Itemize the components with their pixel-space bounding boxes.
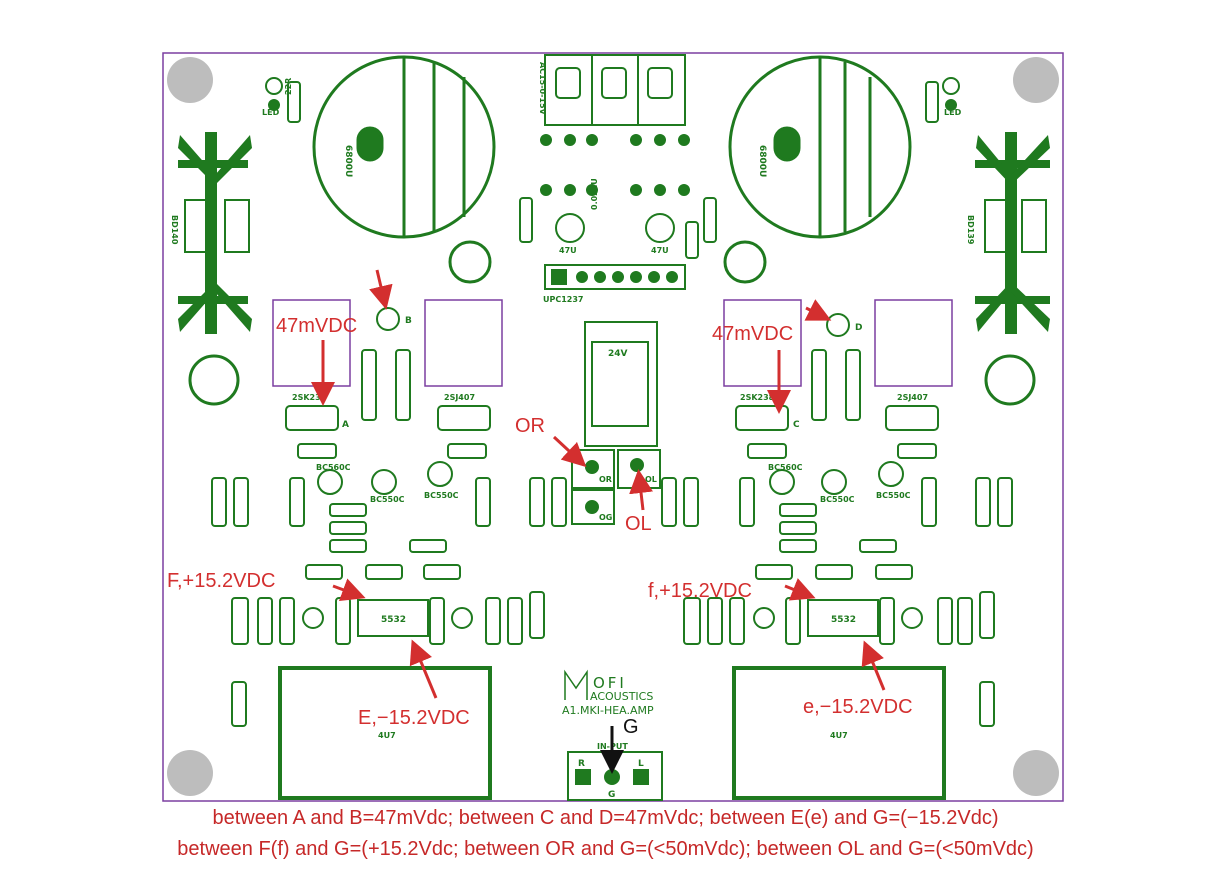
led-right [925, 77, 960, 123]
cap-1000uf [188, 240, 1036, 406]
ic-side-parts [231, 591, 995, 727]
mounting-holes [167, 57, 1059, 796]
cap-47u-b: 47U [651, 246, 669, 255]
annotation-47mv-right: 47mVDC [712, 323, 793, 345]
input-cap-left-label: 4U7 [378, 731, 396, 740]
regulator-strip [544, 264, 686, 290]
led-right-label: LED [944, 108, 962, 117]
bd140-label: BD140 [170, 215, 179, 245]
annotation-or: OR [515, 415, 545, 437]
arrow-e-left [409, 639, 438, 699]
caption-line-2: between F(f) and G=(+15.2Vdc; between OR… [177, 838, 1034, 860]
input-l: L [638, 759, 644, 769]
cap-label-right: 6800U [757, 145, 767, 177]
pad-d-label: D [855, 323, 862, 333]
arrow-or [552, 435, 587, 468]
led-left [265, 77, 301, 123]
power-header-label: AC15-0-15V [538, 62, 547, 116]
arrow-f-left [332, 578, 366, 602]
input-caps [278, 666, 946, 800]
brand-text: OFI [593, 674, 627, 692]
mosfet-pads [285, 405, 939, 431]
main-cap-right [728, 55, 912, 239]
mosfet-outlines [272, 299, 953, 387]
pad-b-label: B [405, 316, 412, 326]
pad-c-label: C [793, 420, 800, 430]
small-transistors [317, 461, 904, 495]
arrow-e-right [861, 640, 886, 691]
bc560-left: BC560C [316, 463, 351, 472]
annotation-e-left: E,−15.2VDC [358, 707, 470, 729]
model-text: A1.MKI-HEA.AMP [562, 704, 654, 717]
sk2381-left-label: 2SK238 [292, 393, 327, 402]
heatsink-left [178, 132, 252, 334]
heatsink-right [975, 132, 1050, 334]
annotation-g: G [623, 716, 639, 738]
emitter-resistors [361, 349, 861, 421]
relay [584, 321, 658, 447]
resistor-rows [297, 443, 937, 580]
bc550-right-a: BC550C [820, 495, 855, 504]
relay-label: 24V [608, 349, 628, 359]
opamp-ics [357, 599, 879, 637]
input-cap-right-label: 4U7 [830, 731, 848, 740]
arrow-f-right [784, 578, 816, 601]
pad-or-label: OR [599, 475, 612, 484]
arrow-ol [629, 469, 653, 511]
arrow-d [804, 299, 832, 321]
annotation-arrows [311, 269, 886, 699]
cap-47u-a: 47U [559, 246, 577, 255]
led-left-label: LED [262, 108, 280, 117]
bd139-label: BD139 [966, 215, 975, 245]
ic-right-label: 5532 [831, 615, 856, 625]
cap-label-left: 6800U [343, 145, 353, 177]
bridge-diodes [540, 134, 690, 196]
pad-a-label: A [342, 420, 349, 430]
bc560-right: BC560C [768, 463, 803, 472]
annotation-ol: OL [625, 513, 652, 535]
annotation-f-left: F,+15.2VDC [167, 570, 275, 592]
bc550-left-a: BC550C [370, 495, 405, 504]
vertical-resistors [211, 477, 1013, 527]
input-r: R [578, 759, 585, 769]
sk2381-right-label: 2SK2381 [740, 393, 780, 402]
annotation-e-right: e,−15.2VDC [803, 696, 913, 718]
pad-og-label: OG [599, 513, 612, 522]
sj407-right-label: 2SJ407 [897, 393, 928, 402]
r22-left-label: 22R [284, 78, 293, 95]
caption-line-1: between A and B=47mVdc; between C and D=… [212, 807, 999, 829]
main-cap-left [312, 55, 496, 239]
brand-logo [564, 669, 588, 700]
bc550-right-b: BC550C [876, 491, 911, 500]
cap-0022-label: 0.022U [590, 178, 599, 210]
annotation-47mv-left: 47mVDC [276, 315, 357, 337]
power-header [544, 54, 686, 126]
sj407-left-label: 2SJ407 [444, 393, 475, 402]
brand-sub: ACOUSTICS [590, 690, 653, 703]
arrow-b [369, 269, 393, 310]
regulator-label: UPC1237 [543, 295, 584, 304]
pad-ol-label: OL [645, 475, 657, 484]
bc550-left-b: BC550C [424, 491, 459, 500]
input-g: G [608, 790, 615, 800]
ic-left-label: 5532 [381, 615, 406, 625]
small-caps-top [519, 197, 717, 259]
annotation-f-right: f,+15.2VDC [648, 580, 752, 602]
